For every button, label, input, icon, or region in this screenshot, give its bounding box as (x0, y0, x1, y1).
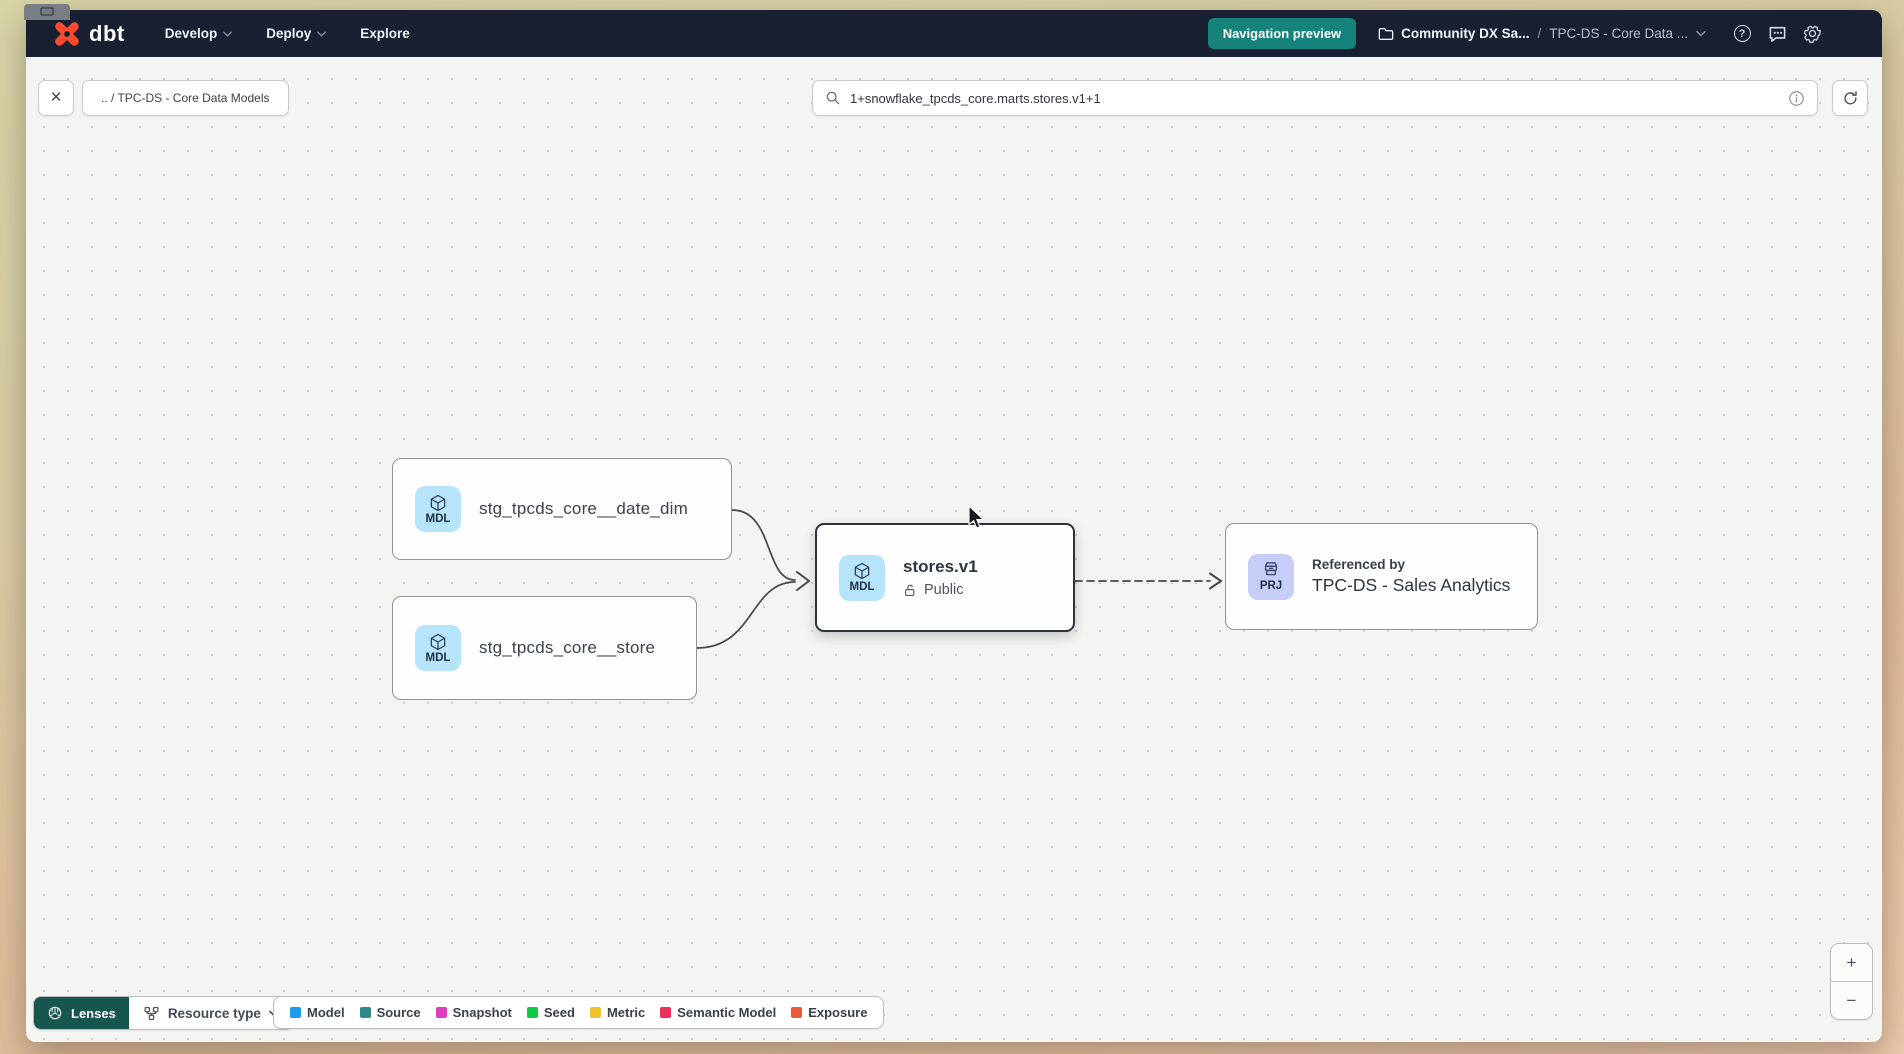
dbt-logo-icon (55, 21, 79, 46)
legend-label: Source (376, 1005, 421, 1020)
zoom-controls: + − (1830, 943, 1873, 1020)
breadcrumb-account-label: Community DX Sa... (1401, 26, 1530, 41)
legend-item-semantic-model: Semantic Model (660, 1005, 776, 1020)
folder-icon (1378, 27, 1394, 40)
legend-swatch (359, 1007, 371, 1018)
navbar-icons: ? (1732, 24, 1822, 44)
legend-item-exposure: Exposure (791, 1005, 867, 1020)
nav-item-deploy[interactable]: Deploy (266, 26, 327, 41)
breadcrumb: Community DX Sa... / TPC-DS - Core Data … (1378, 26, 1706, 41)
legend-label: Seed (543, 1005, 575, 1020)
refresh-icon (1843, 90, 1857, 104)
search-icon (826, 91, 840, 105)
legend-item-source: Source (359, 1005, 421, 1020)
lineage-selector-searchbar (812, 80, 1818, 116)
breadcrumb-separator: / (1537, 26, 1542, 41)
help-icon[interactable]: ? (1732, 24, 1752, 44)
chevron-down-icon (317, 30, 327, 37)
cube-icon (430, 494, 446, 511)
model-badge: MDL (839, 554, 885, 601)
legend-label: Exposure (808, 1005, 868, 1020)
node-label: stg_tpcds_core__store (479, 638, 656, 657)
legend-label: Model (307, 1005, 345, 1020)
model-badge: MDL (415, 486, 461, 532)
legend-swatch (526, 1007, 538, 1018)
legend-label: Semantic Model (677, 1005, 777, 1020)
legend-swatch (435, 1007, 447, 1018)
legend-swatch (791, 1007, 803, 1018)
settings-gear-icon[interactable] (1802, 24, 1822, 44)
zoom-out-button[interactable]: − (1831, 982, 1872, 1019)
node-text-block: stores.v1 Public (903, 557, 978, 598)
navigation-preview-badge[interactable]: Navigation preview (1207, 18, 1357, 49)
legend-item-seed: Seed (526, 1005, 575, 1020)
dbt-logo[interactable]: dbt (52, 19, 125, 49)
monitor-icon (40, 7, 54, 16)
screen-share-tab (24, 4, 70, 20)
chevron-down-icon[interactable] (1696, 30, 1706, 37)
legend-item-metric: Metric (589, 1005, 646, 1020)
legend-label: Snapshot (452, 1005, 512, 1020)
lock-open-icon (905, 584, 915, 596)
nav-item-label: Explore (360, 26, 410, 41)
badge-label: MDL (425, 512, 451, 525)
breadcrumb-page[interactable]: TPC-DS - Core Data ... (1549, 26, 1688, 41)
badge-label: MDL (425, 651, 451, 664)
feedback-icon[interactable] (1767, 24, 1787, 44)
lineage-node-stores-v1-selected[interactable]: MDL stores.v1 Public (815, 523, 1075, 632)
selector-input[interactable] (850, 90, 1779, 106)
badge-label: MDL (849, 581, 875, 594)
legend-label: Metric (606, 1005, 646, 1020)
project-badge: PRJ (1248, 553, 1294, 600)
navbar-right: Navigation preview Community DX Sa... / … (1207, 18, 1822, 49)
cube-icon (854, 563, 870, 580)
lineage-node-stg-tpcds-core-date-dim[interactable]: MDL stg_tpcds_core__date_dim (392, 458, 732, 560)
info-icon[interactable] (1788, 90, 1805, 107)
lenses-button[interactable]: Lenses (34, 997, 129, 1029)
lens-icon (48, 1006, 62, 1020)
node-access: Public (903, 582, 978, 598)
zoom-in-button[interactable]: + (1831, 944, 1872, 982)
breadcrumb-account[interactable]: Community DX Sa... (1378, 26, 1529, 41)
node-label: TPC-DS - Sales Analytics (1312, 575, 1511, 595)
lineage-node-stg-tpcds-core-store[interactable]: MDL stg_tpcds_core__store (392, 596, 697, 700)
node-label: stg_tpcds_core__date_dim (479, 499, 688, 518)
badge-label: PRJ (1259, 580, 1283, 593)
close-lineage-button[interactable]: × (38, 80, 74, 116)
resource-type-legend: Model Source Snapshot Seed Metric Semant… (273, 996, 885, 1029)
node-text-block: Referenced by TPC-DS - Sales Analytics (1312, 557, 1510, 596)
chevron-down-icon (223, 30, 233, 37)
lenses-controls: Lenses Resource type (33, 996, 294, 1030)
node-title: stores.v1 (903, 557, 978, 576)
cube-icon (430, 633, 446, 650)
dbt-app-window: dbt Develop Deploy Explore Navigation pr… (26, 10, 1882, 1042)
nav-item-label: Deploy (266, 26, 312, 41)
resource-type-icon (144, 1006, 159, 1020)
top-navbar: dbt Develop Deploy Explore Navigation pr… (26, 10, 1882, 57)
dbt-logo-text: dbt (89, 20, 125, 46)
model-badge: MDL (415, 625, 461, 671)
nav-item-label: Develop (164, 26, 218, 41)
resource-type-dropdown[interactable]: Resource type (128, 997, 293, 1029)
legend-swatch (290, 1007, 301, 1018)
lineage-path-chip[interactable]: .. / TPC-DS - Core Data Models (82, 80, 289, 116)
lenses-label: Lenses (71, 1005, 116, 1021)
resource-type-label: Resource type (167, 1005, 261, 1021)
legend-swatch (589, 1007, 601, 1018)
nav-item-develop[interactable]: Develop (165, 26, 233, 41)
lineage-node-referenced-by-project[interactable]: PRJ Referenced by TPC-DS - Sales Analyti… (1225, 523, 1538, 630)
legend-item-snapshot: Snapshot (435, 1005, 512, 1020)
nav-item-explore[interactable]: Explore (360, 26, 410, 41)
legend-item-model: Model (290, 1005, 345, 1020)
node-kicker: Referenced by (1312, 557, 1406, 572)
nav-menus: Develop Deploy Explore (165, 26, 410, 41)
project-icon (1264, 562, 1278, 576)
node-access-label: Public (924, 582, 964, 598)
refresh-lineage-button[interactable] (1832, 80, 1868, 116)
legend-swatch (660, 1007, 672, 1018)
